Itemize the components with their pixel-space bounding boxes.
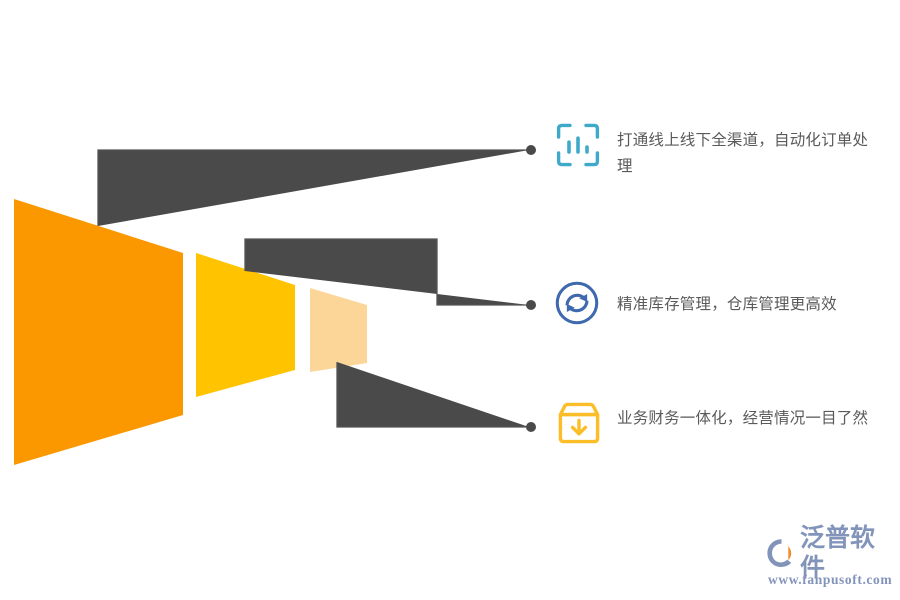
feature-label-2: 精准库存管理，仓库管理更高效 (617, 296, 837, 313)
connector-path-2 (244, 238, 529, 306)
feature-label-3: 业务财务一体化，经营情况一目了然 (617, 410, 869, 427)
connector-dot-3 (526, 422, 536, 432)
connector-dot-1 (526, 145, 536, 155)
refresh-circle-icon (554, 280, 600, 326)
fanpu-logo-mark-icon (765, 537, 799, 569)
logo-website-url: www.fanpusoft.com (768, 572, 893, 587)
brand-logo: 泛普软件 www.fanpusoft.com (765, 523, 893, 591)
connector-dot-2 (526, 300, 536, 310)
feature-label-1: 打通线上线下全渠道，自动化订单处理 (617, 132, 869, 175)
logo-company-name: 泛普软件 (800, 523, 876, 582)
logo-row: 泛普软件 (765, 523, 893, 582)
connector-path-1 (97, 149, 529, 226)
funnel-stage-3-peach (310, 288, 367, 372)
connector-path-3 (336, 362, 529, 428)
funnel-stage-2-yellow (196, 253, 295, 397)
bar-chart-frame-icon (555, 122, 601, 168)
funnel-stage-1-orange (14, 199, 183, 465)
box-download-icon (556, 400, 602, 446)
